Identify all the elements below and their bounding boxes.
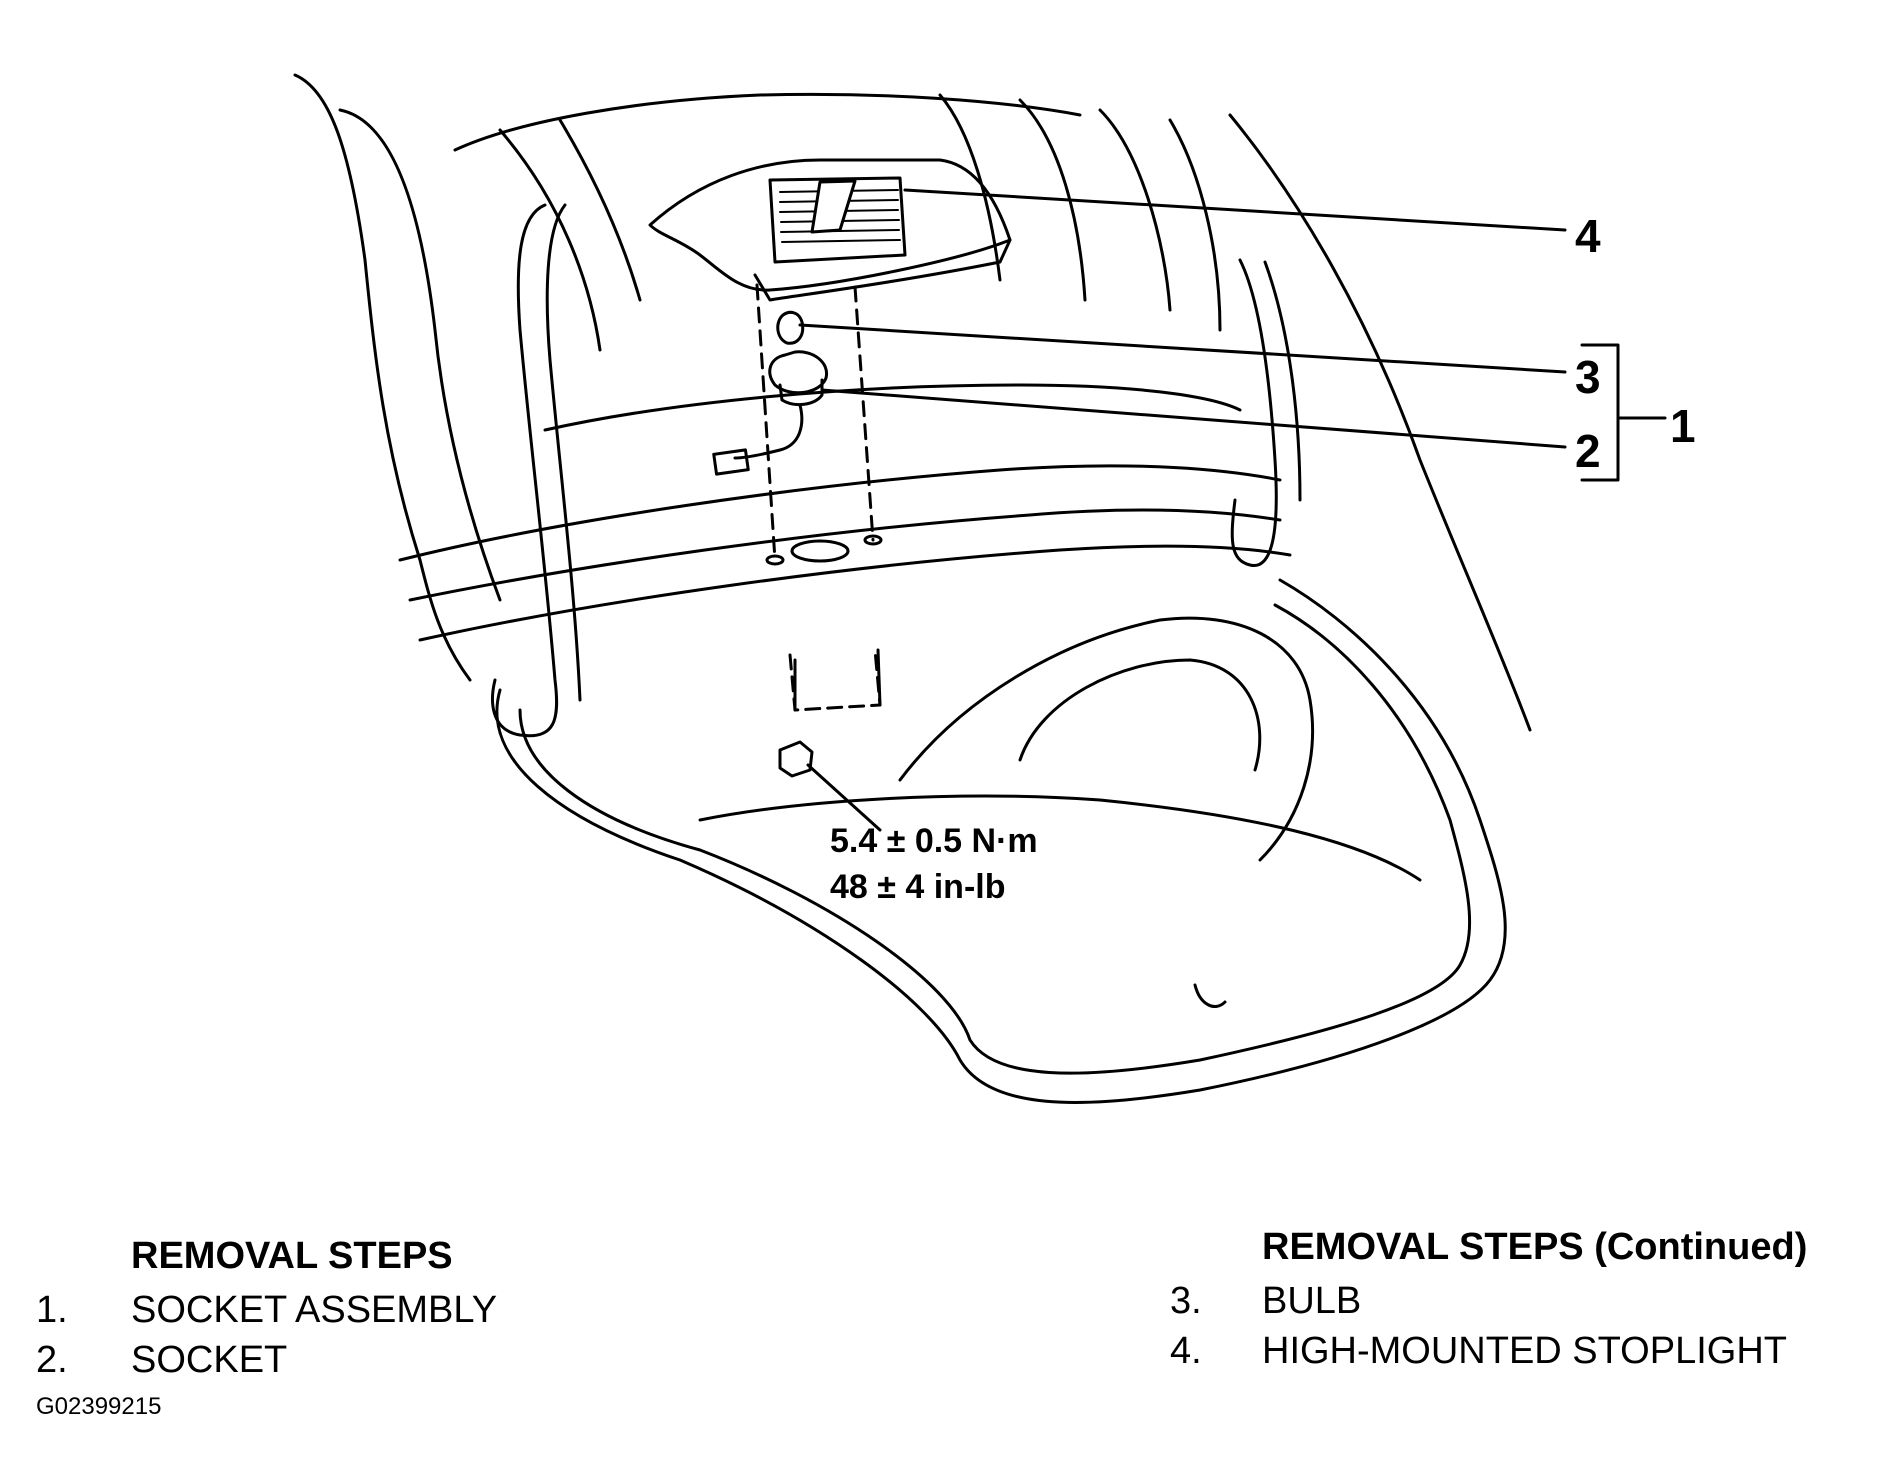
trunk-seal-inner [518,603,1472,1075]
rear-window-right-3 [1098,108,1172,312]
trunk-hinge-right [1230,258,1278,568]
rear-window-right-1 [938,93,1002,282]
step-number: 2. [36,1339,68,1381]
trunk-hinge-left-inner [545,203,582,702]
step-number: 4. [1170,1330,1202,1372]
trunk-hinge-right-inner [1263,260,1302,502]
body-right-edge [1228,113,1532,732]
parcel-shelf-lower [408,508,1282,602]
removal-steps-continued-title: REMOVAL STEPS (Continued) [1262,1226,1808,1268]
rear-window-right-2 [1018,98,1087,302]
callout-3: 3 [1575,351,1601,403]
step-row: 4. HIGH-MOUNTED STOPLIGHT [1170,1332,1807,1370]
step-number: 1. [36,1289,68,1331]
shelf-bracket [788,648,882,712]
leader-4 [903,188,1567,232]
stoplight-lens-frame [768,176,907,264]
figure-id: G02399215 [36,1393,162,1420]
trunk-latch [1193,983,1227,1008]
torque-metric: 5.4 ± 0.5 N·m [830,822,1038,860]
removal-steps-left: REMOVAL STEPS 1. SOCKET ASSEMBLY 2. SOCK… [36,1237,497,1379]
rear-window-line-a [498,128,602,352]
socket [768,350,829,395]
wire-connector [712,448,750,476]
shelf-hole [790,539,850,563]
spare-tire-well [1018,658,1262,772]
stoplight-housing [648,158,1012,292]
step-row: 1. SOCKET ASSEMBLY [36,1291,497,1329]
removal-steps-right: REMOVAL STEPS (Continued) 3. BULB 4. HIG… [1170,1228,1807,1370]
step-label: BULB [1262,1280,1362,1322]
callout-4: 4 [1575,210,1601,262]
step-label: SOCKET ASSEMBLY [131,1289,498,1331]
callout-1: 1 [1670,400,1696,452]
callout-2: 2 [1575,425,1601,477]
rear-window-frame [453,92,1082,152]
parcel-shelf-edge [418,544,1292,642]
step-label: HIGH-MOUNTED STOPLIGHT [1262,1330,1787,1372]
stoplight-window [810,179,857,234]
shelf-bracket-solid [793,648,882,712]
step-number: 3. [1170,1280,1202,1322]
nut [778,740,814,778]
removal-steps-title: REMOVAL STEPS [131,1235,453,1277]
step-row: 2. SOCKET [36,1341,497,1379]
rear-window-line-b [558,118,642,302]
leader-3 [798,323,1567,374]
step-row: 3. BULB [1170,1282,1807,1320]
c-pillar-outer [293,73,472,682]
torque-spec: 5.4 ± 0.5 N·m 48 ± 4 in-lb [830,818,1038,910]
shelf-pin-left [765,554,785,566]
leader-2 [820,388,1567,449]
stoplight-base [753,238,1012,302]
socket-body [778,378,824,407]
mount-line-right [853,285,875,542]
trunk-seal-outer [495,578,1507,1104]
trunk-floor [698,794,1422,882]
parcel-shelf-top [543,383,1242,432]
trunk-floor-back [898,616,1314,862]
leader-torque [806,763,882,832]
shelf-pin-right [863,534,883,546]
c-pillar-inner [338,108,502,602]
bulb [776,310,805,345]
step-label: SOCKET [131,1339,288,1381]
rear-window-right-4 [1168,118,1222,332]
bracket-1 [1580,343,1667,482]
mount-line-left [755,283,777,562]
torque-imperial: 48 ± 4 in-lb [830,868,1006,906]
parcel-shelf-front [398,464,1282,562]
trunk-hinge-left [491,203,559,738]
